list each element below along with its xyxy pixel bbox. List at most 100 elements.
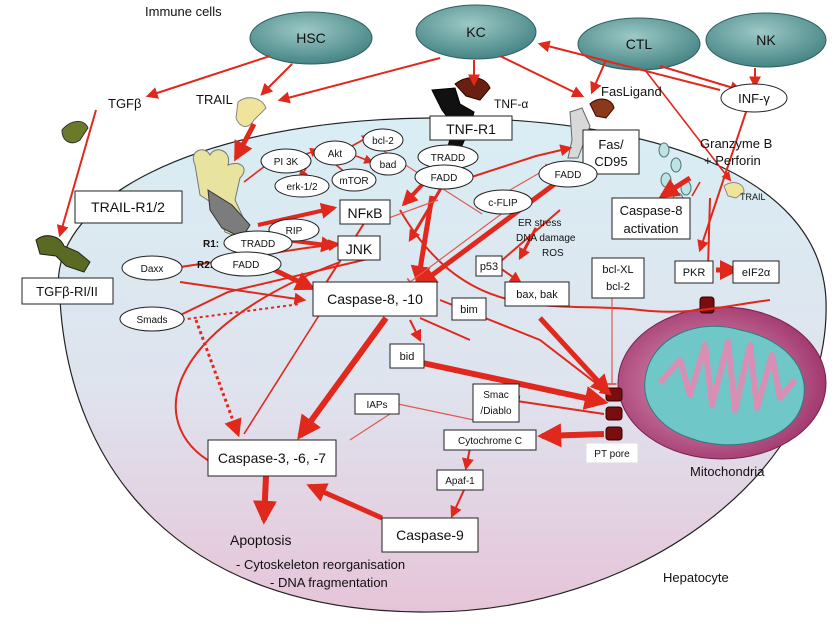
tradd-tnf-node: TRADD — [417, 144, 479, 170]
caspase-8-activation-node: Caspase-8 activation — [611, 197, 691, 240]
cytoskeleton-label: - Cytoskeleton reorganisation — [236, 557, 405, 572]
pkr-node: PKR — [674, 260, 714, 284]
daxx-node: Daxx — [121, 255, 183, 281]
erk-node: erk-1/2 — [274, 174, 330, 198]
caspase-3-6-7-text: Caspase-3, -6, -7 — [218, 450, 326, 466]
tradd-trail-node: TRADD — [223, 230, 293, 256]
kc-label: KC — [466, 24, 485, 40]
akt-node: Akt — [313, 140, 357, 166]
tgfb-receptor-shape — [35, 235, 91, 273]
eif2a-text: eIF2α — [742, 267, 771, 279]
fasligand-label: FasLigand — [601, 84, 662, 99]
mitochondria-label: Mitochondria — [690, 464, 765, 479]
hepatocyte-label: Hepatocyte — [663, 570, 729, 585]
caspase-8-10-text: Caspase-8, -10 — [327, 291, 423, 307]
trail-small-shape — [723, 182, 745, 199]
trail-small-label: TRAIL — [740, 192, 766, 202]
smac-diablo-node: Smac /Diablo — [472, 383, 520, 423]
diablo-text: /Diablo — [480, 406, 512, 417]
bad-text: bad — [380, 160, 397, 171]
nfkb-node: NFκB — [339, 199, 391, 225]
pkr-text: PKR — [683, 267, 706, 279]
p53-text: p53 — [480, 261, 498, 273]
tradd-tnf-text: TRADD — [431, 153, 465, 164]
bcl2-text: bcl-2 — [372, 136, 394, 147]
cd95-text: CD95 — [594, 154, 627, 169]
daxx-text: Daxx — [141, 264, 164, 275]
smac-text: Smac — [483, 390, 509, 401]
caspase-9-node: Caspase-9 — [381, 517, 479, 553]
granzyme-label-2: + Perforin — [704, 153, 761, 168]
r1-label: R1: — [203, 239, 219, 250]
pi3k-node: PI 3K — [260, 148, 312, 174]
fadd-tnf-text: FADD — [431, 173, 458, 184]
bim-node: bim — [451, 297, 487, 321]
fadd-trail-text: FADD — [233, 260, 260, 271]
fas-receptor-shape — [567, 98, 615, 159]
tgfb-label: TGFβ — [108, 96, 141, 111]
r2-label: R2: — [197, 260, 213, 271]
p53-node: p53 — [475, 255, 503, 277]
bcl2-node: bcl-2 — [362, 128, 404, 152]
stress-label-2: DNA damage — [516, 233, 576, 244]
fadd-trail-node: FADD — [210, 251, 282, 277]
mtor-node: mTOR — [331, 168, 377, 192]
hsc-cell — [249, 11, 373, 65]
inf-gamma-text: INF-γ — [738, 91, 770, 106]
trail-label: TRAIL — [196, 92, 233, 107]
pi3k-text: PI 3K — [274, 157, 299, 168]
bcl-xl-node: bcl-XL bcl-2 — [591, 257, 645, 299]
caspase-8-10-node: Caspase-8, -10 — [312, 281, 438, 317]
inf-gamma-node: INF-γ — [720, 83, 788, 113]
immune-cells-label: Immune cells — [145, 4, 222, 19]
bcl-2-text: bcl-2 — [606, 281, 630, 293]
mtor-text: mTOR — [339, 176, 368, 187]
bad-node: bad — [369, 152, 407, 176]
bcl-xl-text: bcl-XL — [602, 264, 633, 276]
smads-node: Smads — [119, 306, 185, 332]
rip-text: RIP — [286, 226, 303, 237]
c-flip-text: c-FLIP — [488, 198, 518, 209]
c-flip-node: c-FLIP — [473, 189, 533, 215]
erk-text: erk-1/2 — [286, 182, 318, 193]
caspase-8-activation-text-2: activation — [624, 221, 679, 236]
tradd-trail-text: TRADD — [241, 239, 275, 250]
iaps-text: IAPs — [366, 400, 387, 411]
stress-label-1: ER stress — [518, 218, 561, 229]
tgfb-receptor-text: TGFβ-RI/II — [36, 284, 98, 299]
stress-label-3: ROS — [542, 248, 564, 259]
bid-node: bid — [389, 343, 425, 369]
tnfa-label: TNF-α — [494, 97, 528, 111]
apaf-1-text: Apaf-1 — [445, 476, 475, 487]
jnk-text: JNK — [346, 241, 373, 257]
tgfb-receptor-node: TGFβ-RI/II — [21, 277, 114, 305]
tgfb-ligand-shape — [61, 121, 89, 144]
bim-text: bim — [460, 304, 478, 316]
trail-ligand-shape — [235, 97, 267, 127]
tnf-r1-text: TNF-R1 — [446, 121, 496, 137]
caspase-3-6-7-node: Caspase-3, -6, -7 — [207, 439, 337, 477]
nk-label: NK — [756, 32, 776, 48]
trail-r12-text: TRAIL-R1/2 — [91, 199, 165, 215]
cytochrome-c-node: Cytochrome C — [443, 429, 537, 451]
apoptosis-label: Apoptosis — [230, 532, 291, 548]
fas-text: Fas/ — [598, 137, 624, 152]
trail-r12-node: TRAIL-R1/2 — [74, 190, 183, 224]
fadd-fas-text: FADD — [555, 170, 582, 181]
hsc-label: HSC — [296, 30, 326, 46]
bid-text: bid — [400, 351, 415, 363]
fadd-fas-node: FADD — [538, 160, 598, 188]
dna-fragmentation-label: - DNA fragmentation — [270, 575, 388, 590]
nfkb-text: NFκB — [348, 205, 383, 221]
cytochrome-c-text: Cytochrome C — [458, 436, 522, 447]
smads-text: Smads — [136, 315, 167, 326]
bax-bak-node: bax, bak — [504, 281, 570, 307]
pt-pore-text: PT pore — [594, 449, 630, 460]
mitochondrion-shape — [617, 306, 827, 460]
pt-pore-node: PT pore — [585, 442, 639, 464]
akt-text: Akt — [328, 149, 343, 160]
ctl-label: CTL — [626, 36, 653, 52]
nk-cell — [705, 12, 827, 68]
